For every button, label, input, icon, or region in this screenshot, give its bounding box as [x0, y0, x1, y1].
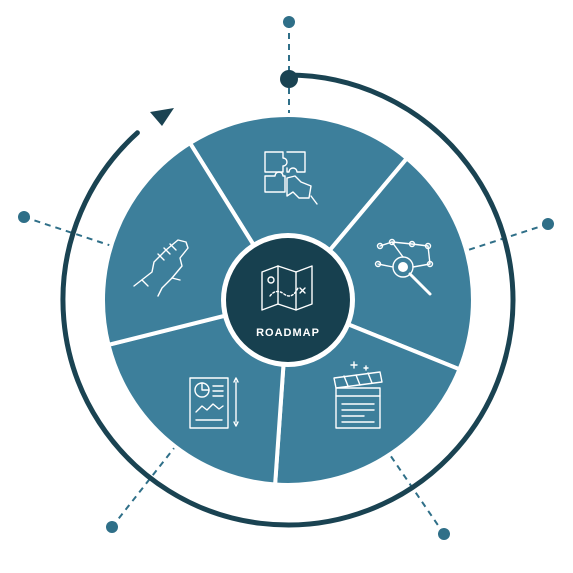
- segment-icons: [133, 151, 434, 429]
- spoke-bottom-left: [106, 437, 183, 533]
- spoke-top: [283, 16, 295, 120]
- magnifier-network-icon: [374, 238, 434, 296]
- cycle-arrow: [60, 70, 516, 528]
- handshake-icon: [133, 239, 189, 297]
- spoke-bottom-right: [387, 451, 450, 540]
- folded-map-icon: [261, 265, 313, 311]
- arrow-start-dot: [280, 70, 298, 88]
- center-label: ROADMAP: [256, 327, 320, 339]
- arrow-head: [150, 108, 174, 126]
- puzzle-pieces-icon: [264, 151, 318, 205]
- clapperboard-icon: [333, 361, 383, 429]
- center-hub: ROADMAP: [221, 233, 355, 367]
- segment-puzzle: [188, 113, 409, 302]
- report-document-icon: [189, 377, 239, 429]
